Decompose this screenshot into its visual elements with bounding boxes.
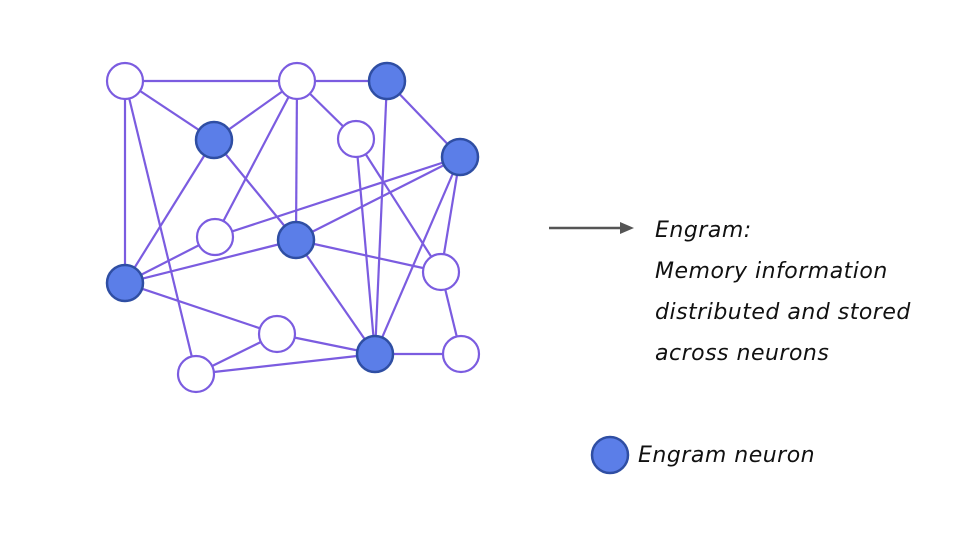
engram-neuron-n6 (440, 137, 480, 177)
edge-n6-n10 (439, 156, 462, 273)
engram-caption: Engram: Memory information distributed a… (655, 210, 911, 374)
network-nodes (105, 61, 481, 394)
caption-title: Engram: (655, 218, 752, 243)
arrow-head (620, 222, 634, 234)
edge-n5-n10 (355, 138, 442, 273)
edge-n6-n7 (214, 155, 461, 239)
engram-neuron-n3 (367, 61, 407, 101)
engram-neuron-n9 (105, 263, 145, 303)
edge-n4-n9 (124, 139, 215, 284)
neuron-n10 (421, 252, 461, 292)
edge-n2-n8 (294, 80, 299, 241)
edge-n4-n8 (213, 139, 297, 241)
legend-label: Engram neuron (638, 443, 816, 468)
neuron-n11 (257, 314, 297, 354)
neuron-n1 (105, 61, 145, 101)
edge-n8-n10 (295, 238, 442, 274)
neuron-n7 (195, 217, 235, 257)
edge-n3-n13 (373, 80, 389, 355)
engram-neuron-n4 (194, 120, 234, 160)
neuron-n14 (441, 334, 481, 374)
edge-n8-n9 (124, 238, 297, 285)
neuron-n5 (336, 119, 376, 159)
edge-n2-n7 (214, 80, 298, 238)
caption-line-3: across neurons (655, 341, 830, 366)
neuron-n12 (176, 354, 216, 394)
edge-n6-n8 (295, 156, 461, 241)
caption-line-1: Memory information (655, 259, 888, 284)
edge-n9-n11 (124, 281, 278, 336)
edge-n6-n13 (373, 156, 462, 355)
edge-n8-n13 (295, 239, 376, 355)
arrow (549, 222, 634, 234)
engram-neuron-n13 (355, 334, 395, 374)
edge-n12-n13 (195, 352, 376, 376)
edge-n5-n13 (354, 138, 377, 355)
engram-neuron-n8 (276, 220, 316, 260)
legend-engram-neuron-swatch (590, 435, 630, 475)
neuron-n2 (277, 61, 317, 101)
caption-line-2: distributed and stored (655, 300, 911, 325)
